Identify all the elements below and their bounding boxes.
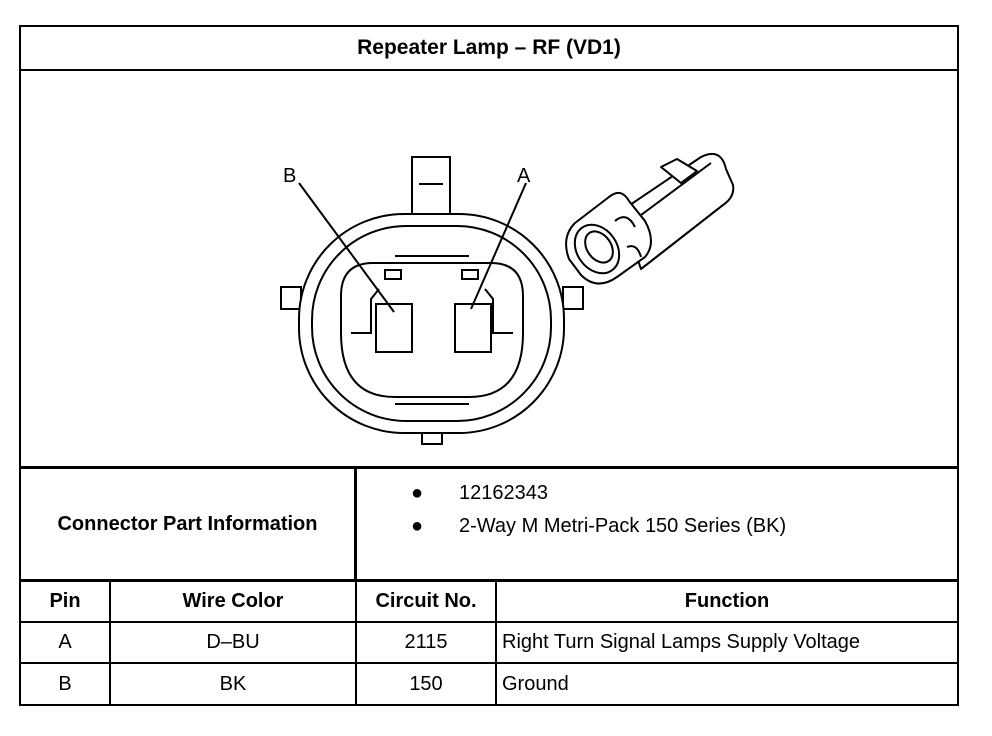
right-rib <box>562 286 584 310</box>
connector-info-label: Connector Part Information <box>21 469 357 579</box>
pinout-frame: Repeater Lamp – RF (VD1) <box>19 25 959 706</box>
part-number: 12162343 <box>459 482 548 504</box>
pin-a-leader <box>470 182 527 310</box>
info-item-description: ● 2-Way M Metri-Pack 150 Series (BK) <box>411 515 786 538</box>
cell-function: Ground <box>502 673 569 695</box>
connector-perspective <box>565 153 735 285</box>
pin-b-leader <box>298 182 395 313</box>
part-description: 2-Way M Metri-Pack 150 Series (BK) <box>459 515 787 537</box>
connector-face-svg: B A <box>280 153 735 445</box>
bullet-icon: ● <box>411 515 424 537</box>
pinout-table: Pin Wire Color Circuit No. Function A D–… <box>21 582 957 706</box>
pin-a-tab <box>461 269 479 280</box>
header-circuit: Circuit No. <box>357 582 497 621</box>
cell-pin: A <box>21 623 111 662</box>
cell-circuit: 150 <box>357 664 497 705</box>
connector-body-outer <box>298 213 565 434</box>
connector-body-ring <box>311 225 552 422</box>
page-title: Repeater Lamp – RF (VD1) <box>21 27 957 71</box>
cell-circuit: 2115 <box>357 623 497 662</box>
pin-b-tab <box>384 269 402 280</box>
pin-b-callout: B <box>283 165 296 187</box>
table-header-row: Pin Wire Color Circuit No. Function <box>21 582 957 623</box>
cell-pin: B <box>21 664 111 705</box>
connector-cavity <box>340 262 524 398</box>
pin-a-callout: A <box>517 165 531 187</box>
info-item-part-number: ● 12162343 <box>411 482 548 505</box>
cell-wire-color: D–BU <box>111 623 357 662</box>
left-rib <box>280 286 302 310</box>
header-function: Function <box>684 590 770 612</box>
connector-info-section: Connector Part Information ● 12162343 ● … <box>21 466 957 582</box>
bullet-icon: ● <box>411 482 424 504</box>
connector-drawing: B A <box>21 71 957 466</box>
top-latch <box>411 156 451 218</box>
header-pin: Pin <box>21 582 111 621</box>
table-row: B BK 150 Ground <box>21 664 957 705</box>
header-wire-color: Wire Color <box>111 582 357 621</box>
cell-wire-color: BK <box>111 664 357 705</box>
table-row: A D–BU 2115 Right Turn Signal Lamps Supp… <box>21 623 957 664</box>
pin-a-cavity <box>454 303 492 353</box>
cell-function: Right Turn Signal Lamps Supply Voltage <box>502 631 860 653</box>
connector-info-list: ● 12162343 ● 2-Way M Metri-Pack 150 Seri… <box>357 469 957 579</box>
